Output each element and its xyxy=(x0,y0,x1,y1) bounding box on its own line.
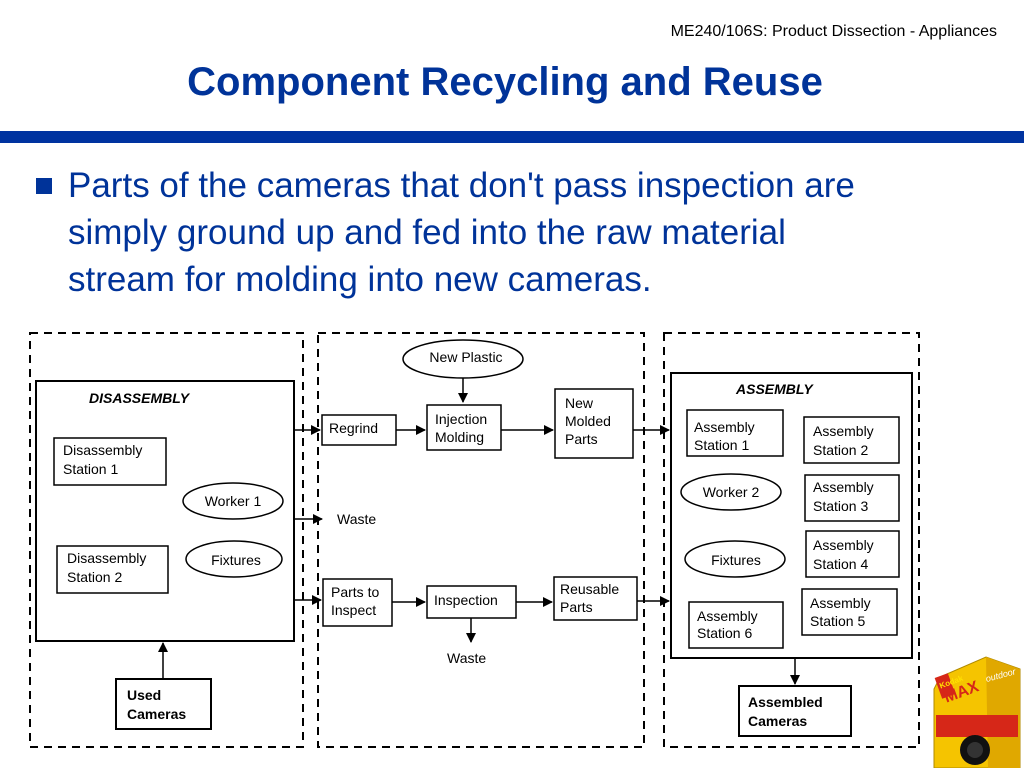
waste-top-label: Waste xyxy=(337,511,376,527)
reusable-parts-box xyxy=(553,576,638,621)
assembled-cameras-line1: Assembled xyxy=(748,694,823,710)
disassembly-region-frame xyxy=(29,332,304,748)
assembly-station-4-line1: Assembly xyxy=(813,537,874,553)
disassembly-fixtures-label: Fixtures xyxy=(211,552,261,568)
new-plastic-label: New Plastic xyxy=(429,349,502,365)
injection-molding-line2: Molding xyxy=(435,429,484,445)
assembly-station-5-line2: Station 5 xyxy=(810,613,865,629)
assembly-region-frame xyxy=(663,332,920,748)
assembly-station-2-line2: Station 2 xyxy=(813,442,868,458)
title-rule xyxy=(0,131,1024,143)
bullet-line-2: simply ground up and fed into the raw ma… xyxy=(68,213,786,252)
assembly-station-5-line1: Assembly xyxy=(810,595,871,611)
disassembly-station-1-line1: Disassembly xyxy=(63,442,142,458)
assembly-station-6-line1: Assembly xyxy=(697,608,758,624)
disassembly-fixtures-ellipse xyxy=(185,540,283,578)
parts-to-inspect-line2: Inspect xyxy=(331,602,376,618)
course-header: ME240/106S: Product Dissection - Applian… xyxy=(670,23,997,40)
assembly-station-4-line2: Station 4 xyxy=(813,556,868,572)
disassembly-station-1-line2: Station 1 xyxy=(63,461,118,477)
assembly-title: ASSEMBLY xyxy=(735,381,814,397)
regrind-box xyxy=(321,414,397,446)
assembly-station-6-line2: Station 6 xyxy=(697,625,752,641)
reusable-parts-line2: Parts xyxy=(560,599,593,615)
assembly-station-6 xyxy=(688,601,784,649)
worker-2-ellipse xyxy=(680,473,782,511)
used-cameras-line2: Cameras xyxy=(127,706,186,722)
square-bullet-icon xyxy=(36,178,52,194)
assembly-station-1-line1: Assembly xyxy=(694,419,755,435)
worker-1-label: Worker 1 xyxy=(205,493,262,509)
bullet-line-1: Parts of the cameras that don't pass ins… xyxy=(68,166,855,205)
assembly-station-3 xyxy=(804,474,900,522)
disassembly-station-2-line2: Station 2 xyxy=(67,569,122,585)
parts-to-inspect-line1: Parts to xyxy=(331,584,379,600)
disassembly-station-2-line1: Disassembly xyxy=(67,550,146,566)
new-molded-parts-line3: Parts xyxy=(565,431,598,447)
worker-2-label: Worker 2 xyxy=(703,484,760,500)
regrind-label: Regrind xyxy=(329,420,378,436)
new-molded-parts-line2: Molded xyxy=(565,413,611,429)
assembly-station-4 xyxy=(805,530,900,578)
injection-molding-box xyxy=(426,404,502,451)
slide-title: Component Recycling and Reuse xyxy=(187,60,823,104)
assembly-fixtures-ellipse xyxy=(684,540,786,578)
inspection-label: Inspection xyxy=(434,592,498,608)
parts-to-inspect-box xyxy=(322,578,393,627)
assembly-station-3-line2: Station 3 xyxy=(813,498,868,514)
assembled-cameras-line2: Cameras xyxy=(748,713,807,729)
assembly-station-2 xyxy=(803,416,900,464)
injection-molding-line1: Injection xyxy=(435,411,487,427)
waste-bottom-label: Waste xyxy=(447,650,486,666)
assembly-fixtures-label: Fixtures xyxy=(711,552,761,568)
used-cameras-line1: Used xyxy=(127,687,161,703)
new-molded-parts-line1: New xyxy=(565,395,594,411)
bullet-text: Parts of the cameras that don't pass ins… xyxy=(68,162,988,303)
processing-region-frame xyxy=(317,332,645,748)
disassembly-station-2 xyxy=(56,545,169,594)
assembly-station-1 xyxy=(686,409,784,457)
used-cameras-box xyxy=(115,678,212,730)
disassembly-title: DISASSEMBLY xyxy=(89,390,191,406)
new-molded-parts-box xyxy=(554,388,634,459)
assembled-cameras-box xyxy=(738,685,852,737)
assembly-station-2-line1: Assembly xyxy=(813,423,874,439)
bullet-line-3: stream for molding into new cameras. xyxy=(68,260,652,299)
reusable-parts-line1: Reusable xyxy=(560,581,619,597)
disassembly-station-1 xyxy=(53,437,167,486)
assembly-station-5 xyxy=(801,588,898,636)
assembly-station-1-line2: Station 1 xyxy=(694,437,749,453)
worker-1-ellipse xyxy=(182,482,284,520)
assembly-station-3-line1: Assembly xyxy=(813,479,874,495)
kodak-camera-image: Kodak MAX outdoor xyxy=(933,656,1021,768)
